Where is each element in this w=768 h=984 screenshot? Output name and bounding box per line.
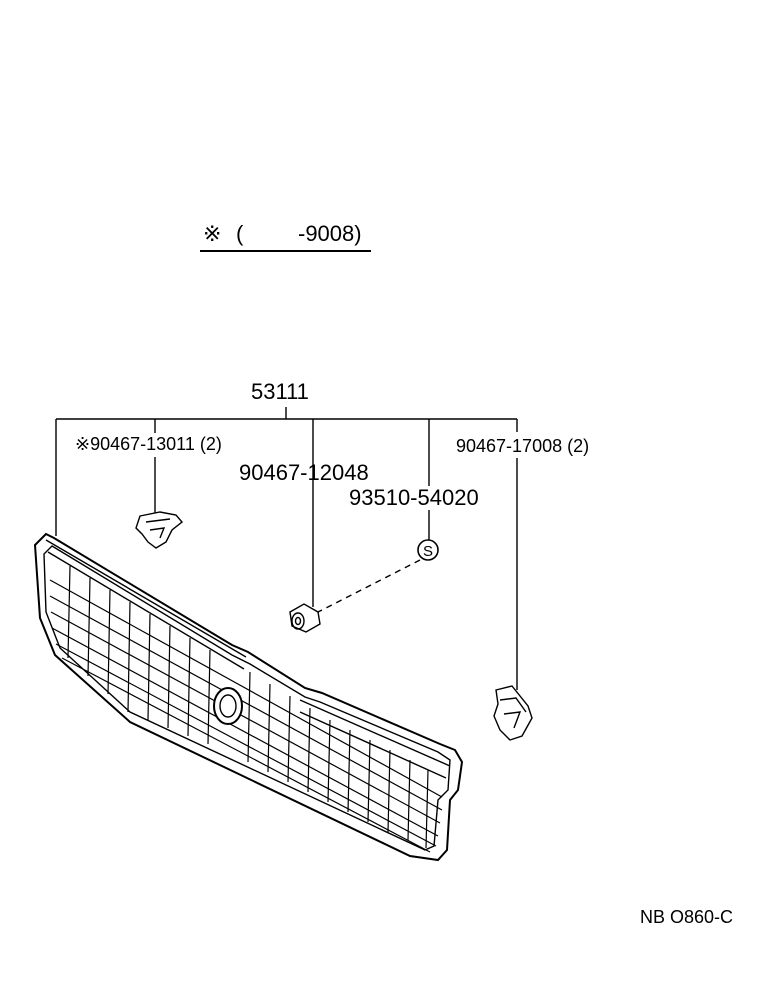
clip-right-illustration	[493, 685, 533, 741]
note-range-end: -9008)	[298, 221, 362, 246]
nut-illustration	[289, 603, 321, 633]
clip-left-part-number: ※90467-13011 (2)	[75, 434, 222, 454]
assembly-part-number: 53111	[251, 379, 309, 404]
nut-part-number: 90467-12048	[239, 460, 369, 485]
note-symbol: ※	[203, 221, 221, 246]
screw-symbol-letter: S	[423, 543, 433, 560]
clip-left-illustration	[135, 511, 184, 549]
applicability-note: ※ ( -9008)	[200, 221, 371, 252]
diagram-code: NB O860-C	[640, 907, 733, 927]
radiator-grille-illustration	[33, 532, 464, 862]
screw-part-number: 93510-54020	[349, 485, 479, 510]
leader-lines	[55, 407, 518, 690]
screw-symbol: S	[417, 539, 439, 561]
clip-right-part-number: 90467-17008 (2)	[456, 436, 589, 456]
note-open-paren: (	[236, 221, 244, 246]
